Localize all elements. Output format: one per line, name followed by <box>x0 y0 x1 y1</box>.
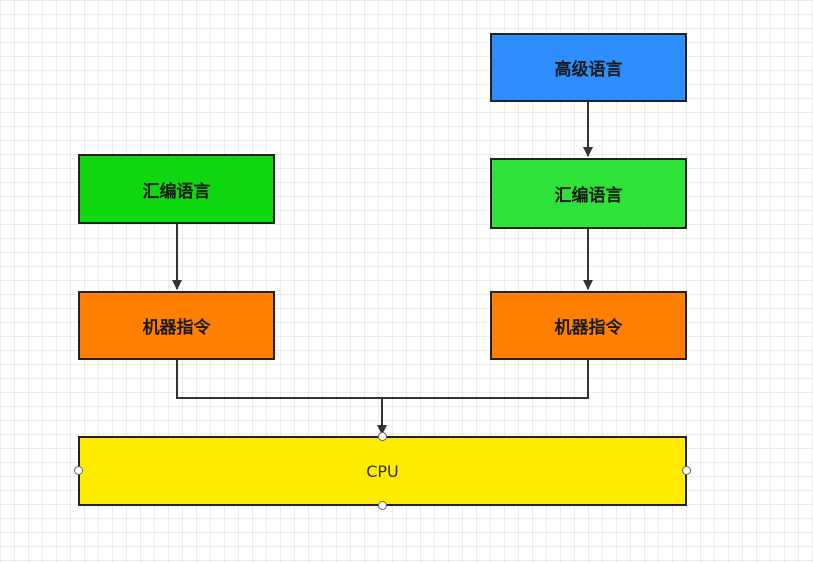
node-machine-instructions-right[interactable]: 机器指令 <box>490 291 687 360</box>
node-cpu[interactable]: CPU <box>78 436 687 506</box>
node-label: 汇编语言 <box>142 181 211 202</box>
node-label: 高级语言 <box>554 60 623 80</box>
node-machine-instructions-left[interactable]: 机器指令 <box>78 291 275 360</box>
cpu-handle-left[interactable] <box>74 466 83 475</box>
cpu-handle-right[interactable] <box>682 466 691 475</box>
connector-machines-to-cpu <box>176 359 589 399</box>
node-label: 机器指令 <box>554 318 623 338</box>
node-label: 汇编语言 <box>554 186 623 206</box>
node-high-level-language[interactable]: 高级语言 <box>490 33 687 102</box>
node-assembly-language-left[interactable]: 汇编语言 <box>78 154 275 224</box>
node-label: CPU <box>366 461 399 481</box>
node-assembly-language-right[interactable]: 汇编语言 <box>490 158 687 229</box>
node-label: 机器指令 <box>142 318 211 338</box>
cpu-handle-top[interactable] <box>378 432 387 441</box>
cpu-handle-bottom[interactable] <box>378 501 387 510</box>
